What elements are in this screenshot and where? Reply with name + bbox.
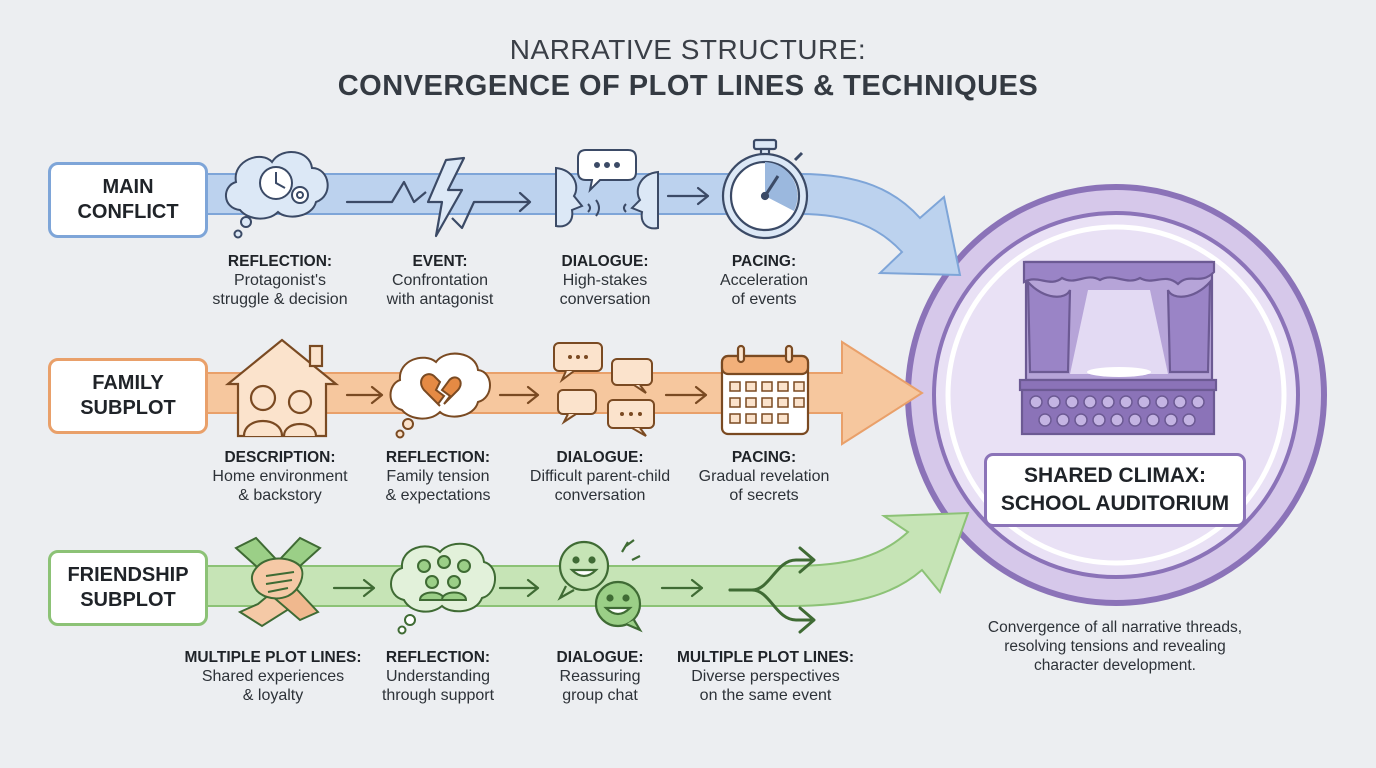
family-connector-arrows bbox=[345, 385, 708, 405]
caption-line-1: High-stakes bbox=[562, 272, 648, 289]
caption-line-1: Protagonist's bbox=[234, 272, 326, 289]
step-caption: EVENT: Confrontation with antagonist bbox=[345, 252, 535, 309]
technique-label: MULTIPLE PLOT LINES: bbox=[184, 649, 362, 666]
step-caption: DESCRIPTION: Home environment & backstor… bbox=[185, 448, 375, 505]
main-connector-arrows bbox=[345, 180, 710, 213]
caption-line-1: Gradual revelation bbox=[698, 468, 830, 485]
title-line-2: CONVERGENCE OF PLOT LINES & TECHNIQUES bbox=[337, 70, 1039, 102]
chat-bubbles-icon bbox=[553, 342, 655, 437]
caption-line-2: & expectations bbox=[385, 487, 491, 504]
caption-line-1: Confrontation bbox=[391, 272, 489, 289]
climax-line-2: SCHOOL AUDITORIUM bbox=[1000, 492, 1230, 515]
caption-line-2: through support bbox=[381, 687, 495, 704]
technique-label: EVENT: bbox=[412, 253, 468, 270]
caption-line-2: conversation bbox=[559, 291, 651, 308]
caption-line-1: Family tension bbox=[386, 468, 490, 485]
step-caption: PACING: Acceleration of events bbox=[669, 252, 859, 309]
technique-label: DESCRIPTION: bbox=[224, 449, 336, 466]
caption-line-1: Shared experiences bbox=[201, 668, 345, 685]
group-bubble-icon bbox=[390, 542, 496, 635]
technique-label: DIALOGUE: bbox=[561, 253, 649, 270]
friendship-connector-arrows bbox=[332, 578, 704, 598]
caption-line-2: of secrets bbox=[729, 487, 799, 504]
caption-line-2: of events bbox=[731, 291, 797, 308]
note-line-2: resolving tensions and revealing bbox=[1004, 638, 1226, 655]
lane-label-line-1: FRIENDSHIP bbox=[67, 564, 189, 586]
caption-line-1: Understanding bbox=[385, 668, 491, 685]
climax-line-1: SHARED CLIMAX: bbox=[1024, 464, 1206, 487]
caption-line-1: Acceleration bbox=[719, 272, 809, 289]
caption-line-1: Difficult parent-child bbox=[529, 468, 671, 485]
lane-label-line-2: CONFLICT bbox=[77, 201, 179, 223]
caption-line-1: Reassuring bbox=[559, 668, 641, 685]
technique-label: PACING: bbox=[731, 253, 797, 270]
lane-label-line-1: FAMILY bbox=[92, 372, 164, 394]
diagram-title: NARRATIVE STRUCTURE: CONVERGENCE OF PLOT… bbox=[0, 34, 1376, 104]
step-caption: DIALOGUE: Reassuring group chat bbox=[505, 648, 695, 705]
note-line-3: character development. bbox=[1034, 657, 1196, 674]
broken-heart-bubble-icon bbox=[389, 352, 491, 439]
smiley-chat-icon bbox=[557, 539, 643, 633]
caption-line-2: & loyalty bbox=[242, 687, 304, 704]
technique-label: REFLECTION: bbox=[227, 253, 333, 270]
caption-line-1: Home environment bbox=[212, 468, 348, 485]
step-caption: DIALOGUE: Difficult parent-child convers… bbox=[505, 448, 695, 505]
lightning-icon bbox=[413, 156, 475, 238]
lane-label-line-2: SUBPLOT bbox=[80, 397, 176, 419]
stacked-hands-icon bbox=[234, 536, 322, 628]
step-caption: PACING: Gradual revelation of secrets bbox=[669, 448, 859, 505]
technique-label: MULTIPLE PLOT LINES: bbox=[676, 649, 855, 666]
note-line-1: Convergence of all narrative threads, bbox=[987, 619, 1243, 636]
caption-line-2: struggle & decision bbox=[212, 291, 348, 308]
caption-line-2: conversation bbox=[554, 487, 646, 504]
house-family-icon bbox=[224, 338, 340, 438]
friendship-subplot-arrow bbox=[149, 511, 970, 607]
technique-label: DIALOGUE: bbox=[556, 649, 644, 666]
thought-bubble-clock-gear-icon bbox=[225, 150, 329, 239]
caption-line-2: on the same event bbox=[699, 687, 832, 704]
lane-label-line-1: MAIN bbox=[102, 176, 154, 198]
technique-label: DIALOGUE: bbox=[556, 449, 644, 466]
caption-line-1: Diverse perspectives bbox=[691, 668, 840, 685]
caption-line-2: with antagonist bbox=[386, 291, 494, 308]
stopwatch-icon bbox=[721, 138, 809, 240]
title-line-1: NARRATIVE STRUCTURE: bbox=[509, 34, 867, 65]
calendar-icon bbox=[720, 344, 810, 436]
technique-label: PACING: bbox=[731, 449, 797, 466]
lane-label-line-2: SUBPLOT bbox=[80, 589, 176, 611]
caption-line-2: group chat bbox=[562, 687, 638, 704]
technique-label: REFLECTION: bbox=[385, 649, 491, 666]
step-caption: REFLECTION: Understanding through suppor… bbox=[343, 648, 533, 705]
step-caption: MULTIPLE PLOT LINES: Diverse perspective… bbox=[663, 648, 868, 705]
two-faces-talking-icon bbox=[555, 149, 659, 230]
lane-label-friendship-subplot: FRIENDSHIP SUBPLOT bbox=[48, 550, 208, 626]
branching-arrows-icon bbox=[728, 546, 816, 634]
step-caption: REFLECTION: Family tension & expectation… bbox=[343, 448, 533, 505]
caption-line-2: & backstory bbox=[238, 487, 322, 504]
lane-label-family-subplot: FAMILY SUBPLOT bbox=[48, 358, 208, 434]
lane-label-main-conflict: MAIN CONFLICT bbox=[48, 162, 208, 238]
step-caption: DIALOGUE: High-stakes conversation bbox=[510, 252, 700, 309]
auditorium-stage-icon bbox=[1018, 260, 1218, 436]
climax-label: SHARED CLIMAX: SCHOOL AUDITORIUM bbox=[984, 453, 1246, 527]
convergence-note: Convergence of all narrative threads, re… bbox=[965, 618, 1265, 675]
step-caption: REFLECTION: Protagonist's struggle & dec… bbox=[185, 252, 375, 309]
step-caption: MULTIPLE PLOT LINES: Shared experiences … bbox=[178, 648, 368, 705]
technique-label: REFLECTION: bbox=[385, 449, 491, 466]
